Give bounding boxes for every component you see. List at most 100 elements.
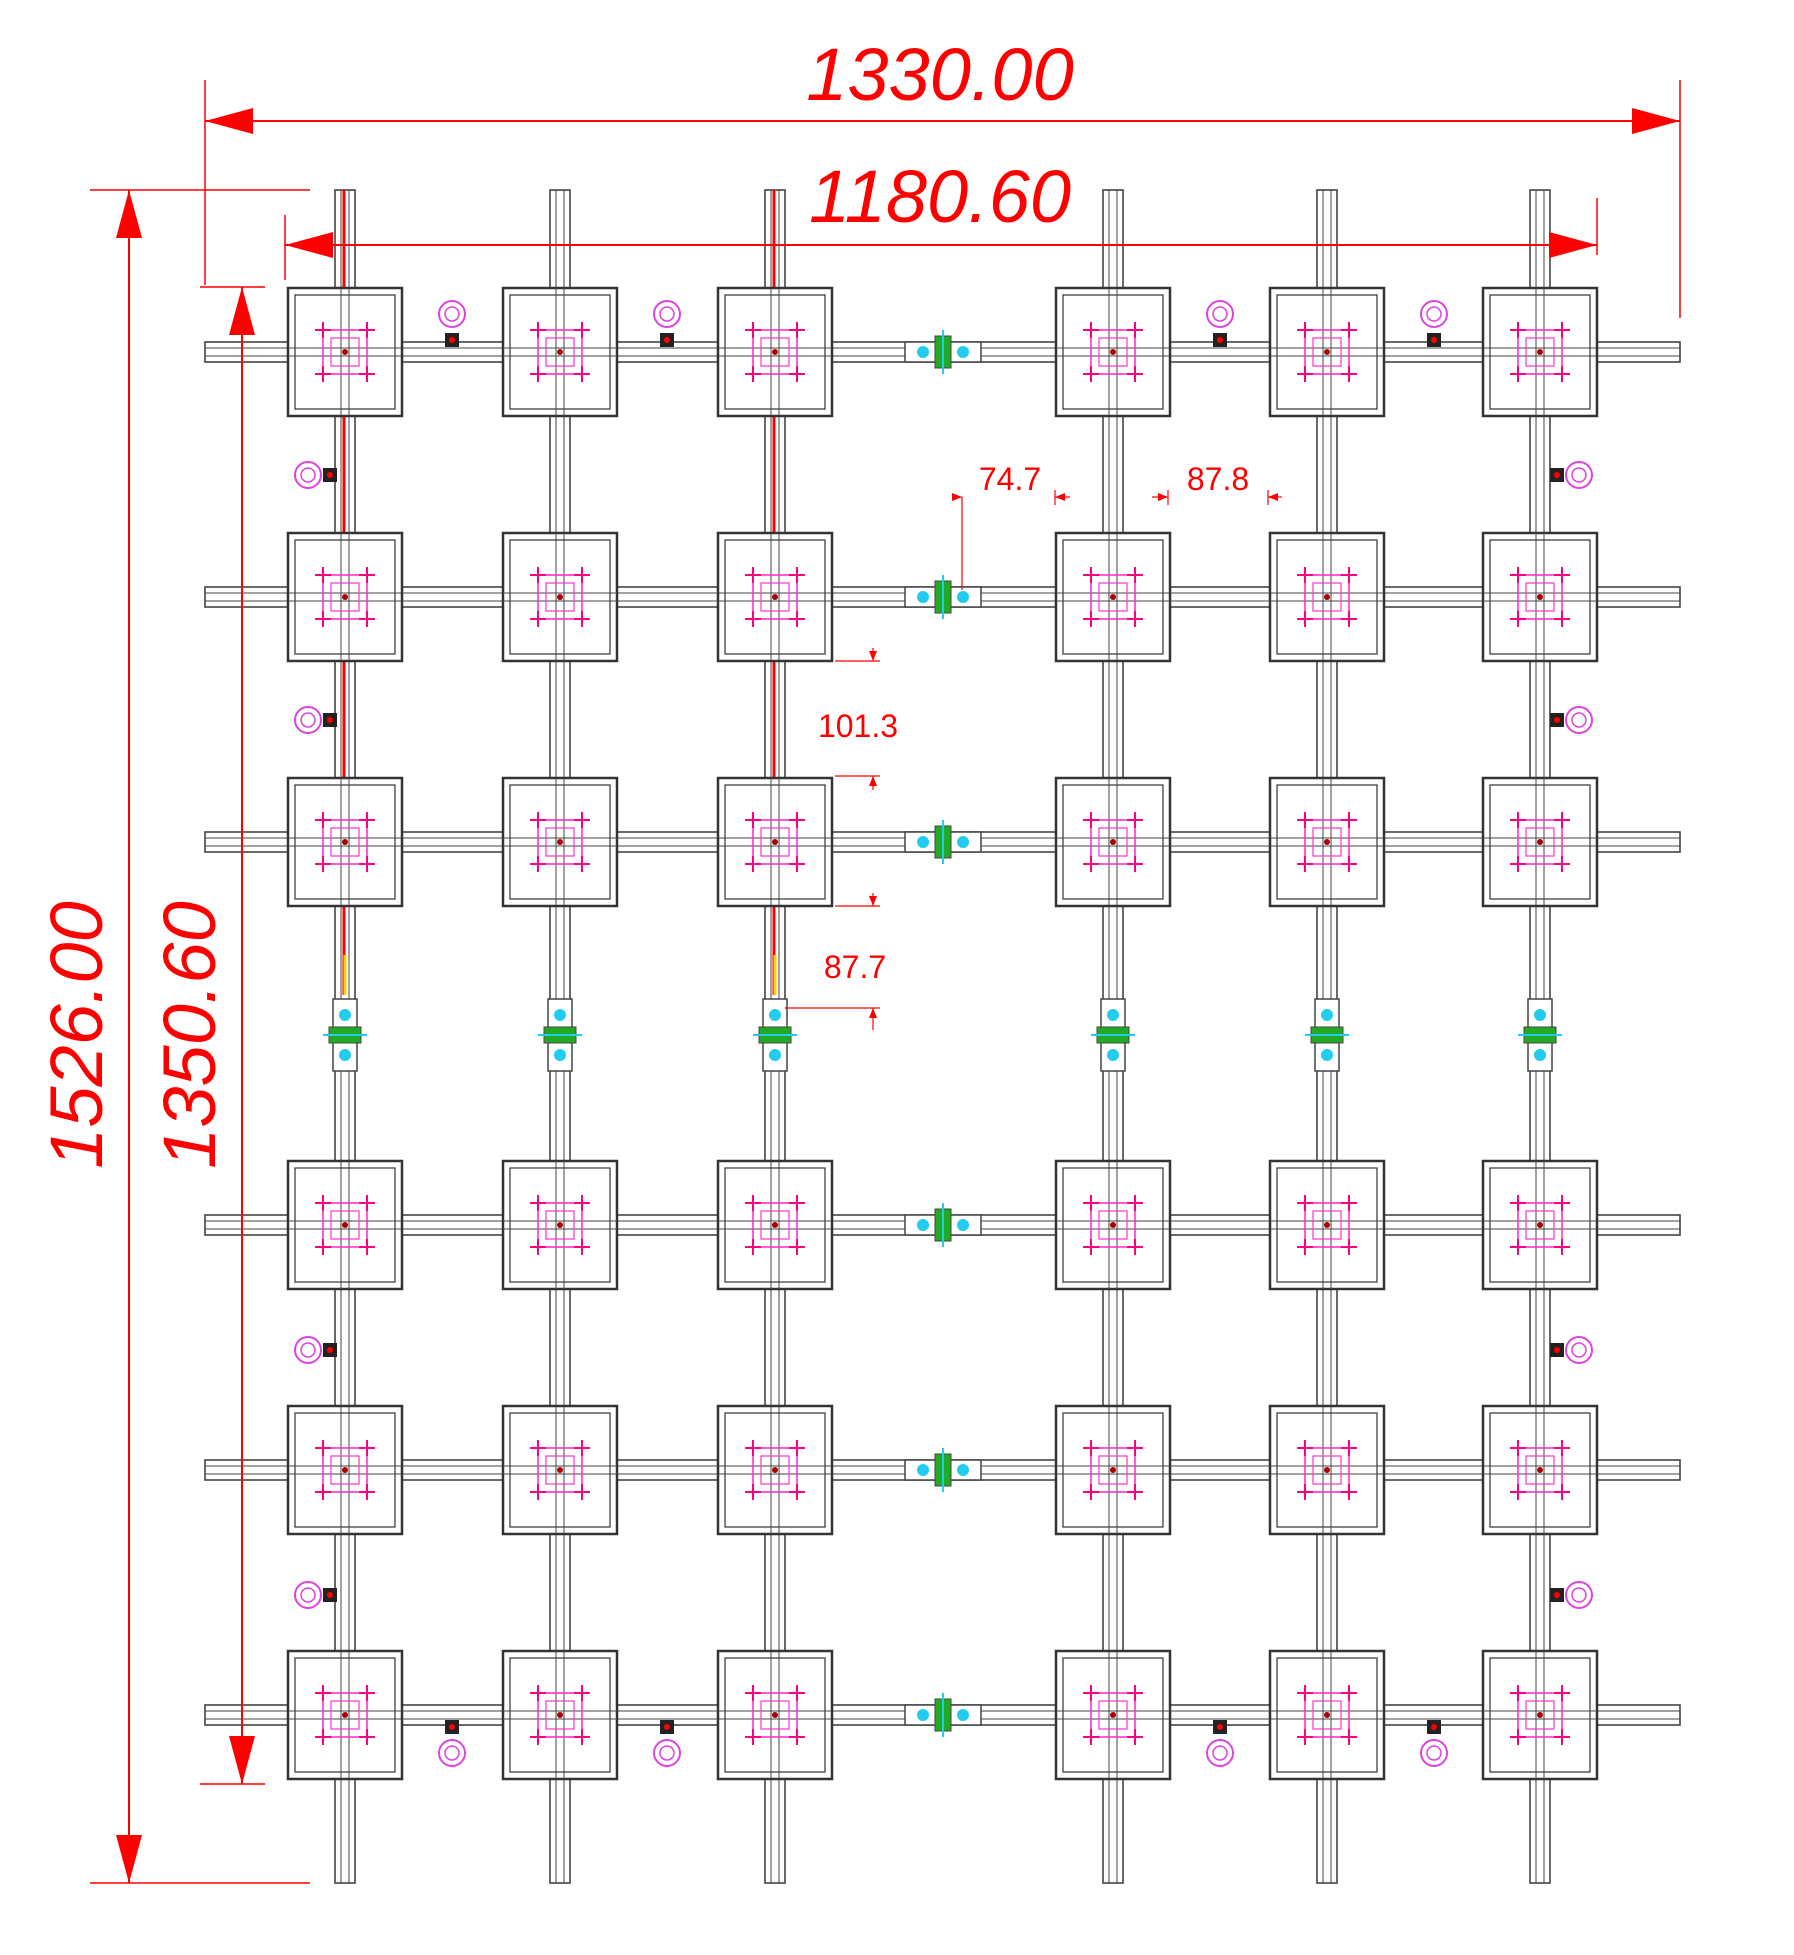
pad-inner xyxy=(545,827,575,857)
square-module-icon xyxy=(501,531,619,663)
connector-bolt xyxy=(917,1219,929,1231)
ring-pin xyxy=(449,1724,455,1730)
pad-inner xyxy=(1525,1700,1555,1730)
center-mark xyxy=(557,839,563,845)
pad-outline xyxy=(1304,1202,1350,1248)
module-inner xyxy=(1062,539,1164,655)
hoist-ring-icon xyxy=(294,1336,337,1364)
connector-bolt xyxy=(554,1049,566,1061)
square-module-icon xyxy=(716,286,834,418)
pad-inner xyxy=(330,1700,360,1730)
ring-pin xyxy=(1217,1724,1223,1730)
module-grid xyxy=(286,286,1599,1781)
extension-lines xyxy=(90,80,1681,1884)
pad-inner xyxy=(1312,1700,1342,1730)
connector-bolt xyxy=(957,1709,969,1721)
ring-outer xyxy=(653,1739,681,1767)
dimension-arrow-small xyxy=(869,896,877,906)
ring-pin xyxy=(1554,717,1560,723)
square-module-icon xyxy=(286,286,404,418)
dimension-arrow-small xyxy=(1268,493,1278,501)
pad-inner xyxy=(1098,582,1128,612)
module-inner xyxy=(294,1412,396,1528)
hoist-ring-icon xyxy=(438,300,466,347)
module-inner xyxy=(294,784,396,900)
module-inner xyxy=(724,1657,826,1773)
center-mark xyxy=(1110,839,1116,845)
rail-connector-icon xyxy=(904,1693,982,1737)
connector-bolt xyxy=(957,836,969,848)
ring-outer xyxy=(1565,1581,1593,1609)
center-mark xyxy=(1537,1222,1543,1228)
ring-inner xyxy=(1571,1342,1587,1358)
pad-inner xyxy=(545,582,575,612)
pad-inner xyxy=(1312,1455,1342,1485)
ring-outer xyxy=(653,300,681,328)
center-mark xyxy=(557,594,563,600)
connector-bolt xyxy=(957,346,969,358)
pad-outline xyxy=(537,574,583,620)
module-inner xyxy=(1062,1167,1164,1283)
module-inner xyxy=(509,1657,611,1773)
hoist-rings xyxy=(294,300,1593,1767)
square-module-icon xyxy=(716,1404,834,1536)
center-mark xyxy=(1110,1467,1116,1473)
pad-outline xyxy=(1517,574,1563,620)
ring-pin xyxy=(1217,337,1223,343)
pad-inner xyxy=(1312,582,1342,612)
module-inner xyxy=(1489,1657,1591,1773)
module-inner xyxy=(1062,1657,1164,1773)
module-inner xyxy=(724,294,826,410)
dimension-arrow xyxy=(116,1835,142,1883)
pad-inner xyxy=(330,582,360,612)
dimension-arrow-small xyxy=(869,651,877,661)
hoist-ring-icon xyxy=(653,300,681,347)
square-module-icon xyxy=(1054,776,1172,908)
pad-outline xyxy=(322,1202,368,1248)
ring-inner xyxy=(444,306,460,322)
hoist-ring-icon xyxy=(294,1581,337,1609)
module-inner xyxy=(1276,1657,1378,1773)
pad-inner xyxy=(330,1455,360,1485)
pad-inner xyxy=(760,827,790,857)
ring-outer xyxy=(294,1336,322,1364)
connector-bolt xyxy=(957,591,969,603)
ring-outer xyxy=(438,300,466,328)
center-mark xyxy=(557,349,563,355)
center-mark xyxy=(772,839,778,845)
square-module-icon xyxy=(1481,531,1599,663)
pad-inner xyxy=(1312,337,1342,367)
pad-inner xyxy=(1098,827,1128,857)
ring-outer xyxy=(294,461,322,489)
ring-outer xyxy=(1206,1739,1234,1767)
pad-inner xyxy=(330,1210,360,1240)
square-module-icon xyxy=(1268,531,1386,663)
center-mark xyxy=(1110,1222,1116,1228)
ring-pin xyxy=(1554,1347,1560,1353)
pad-inner xyxy=(1098,1700,1128,1730)
center-mark xyxy=(1324,1712,1330,1718)
module-inner xyxy=(509,1167,611,1283)
pad-inner xyxy=(1525,1210,1555,1240)
module-inner xyxy=(1489,294,1591,410)
pad-inner xyxy=(545,1210,575,1240)
module-inner xyxy=(1062,784,1164,900)
ring-pin xyxy=(664,337,670,343)
center-mark xyxy=(1110,594,1116,600)
square-module-icon xyxy=(286,531,404,663)
pad-outline xyxy=(537,1692,583,1738)
vertical-rails xyxy=(334,189,1551,1884)
module-inner xyxy=(294,294,396,410)
rail-connector-icon xyxy=(904,1448,982,1492)
module-inner xyxy=(724,784,826,900)
rail-connectors xyxy=(323,330,1562,1737)
ring-pin xyxy=(327,1347,333,1353)
pad-outline xyxy=(1517,1447,1563,1493)
center-mark xyxy=(1324,1467,1330,1473)
dimension-arrow-small xyxy=(952,493,962,501)
square-module-icon xyxy=(501,1159,619,1291)
dimension-arrow-small xyxy=(1055,493,1065,501)
pad-outline xyxy=(1304,819,1350,865)
rail-connector-icon xyxy=(904,575,982,619)
module-inner xyxy=(1489,1167,1591,1283)
